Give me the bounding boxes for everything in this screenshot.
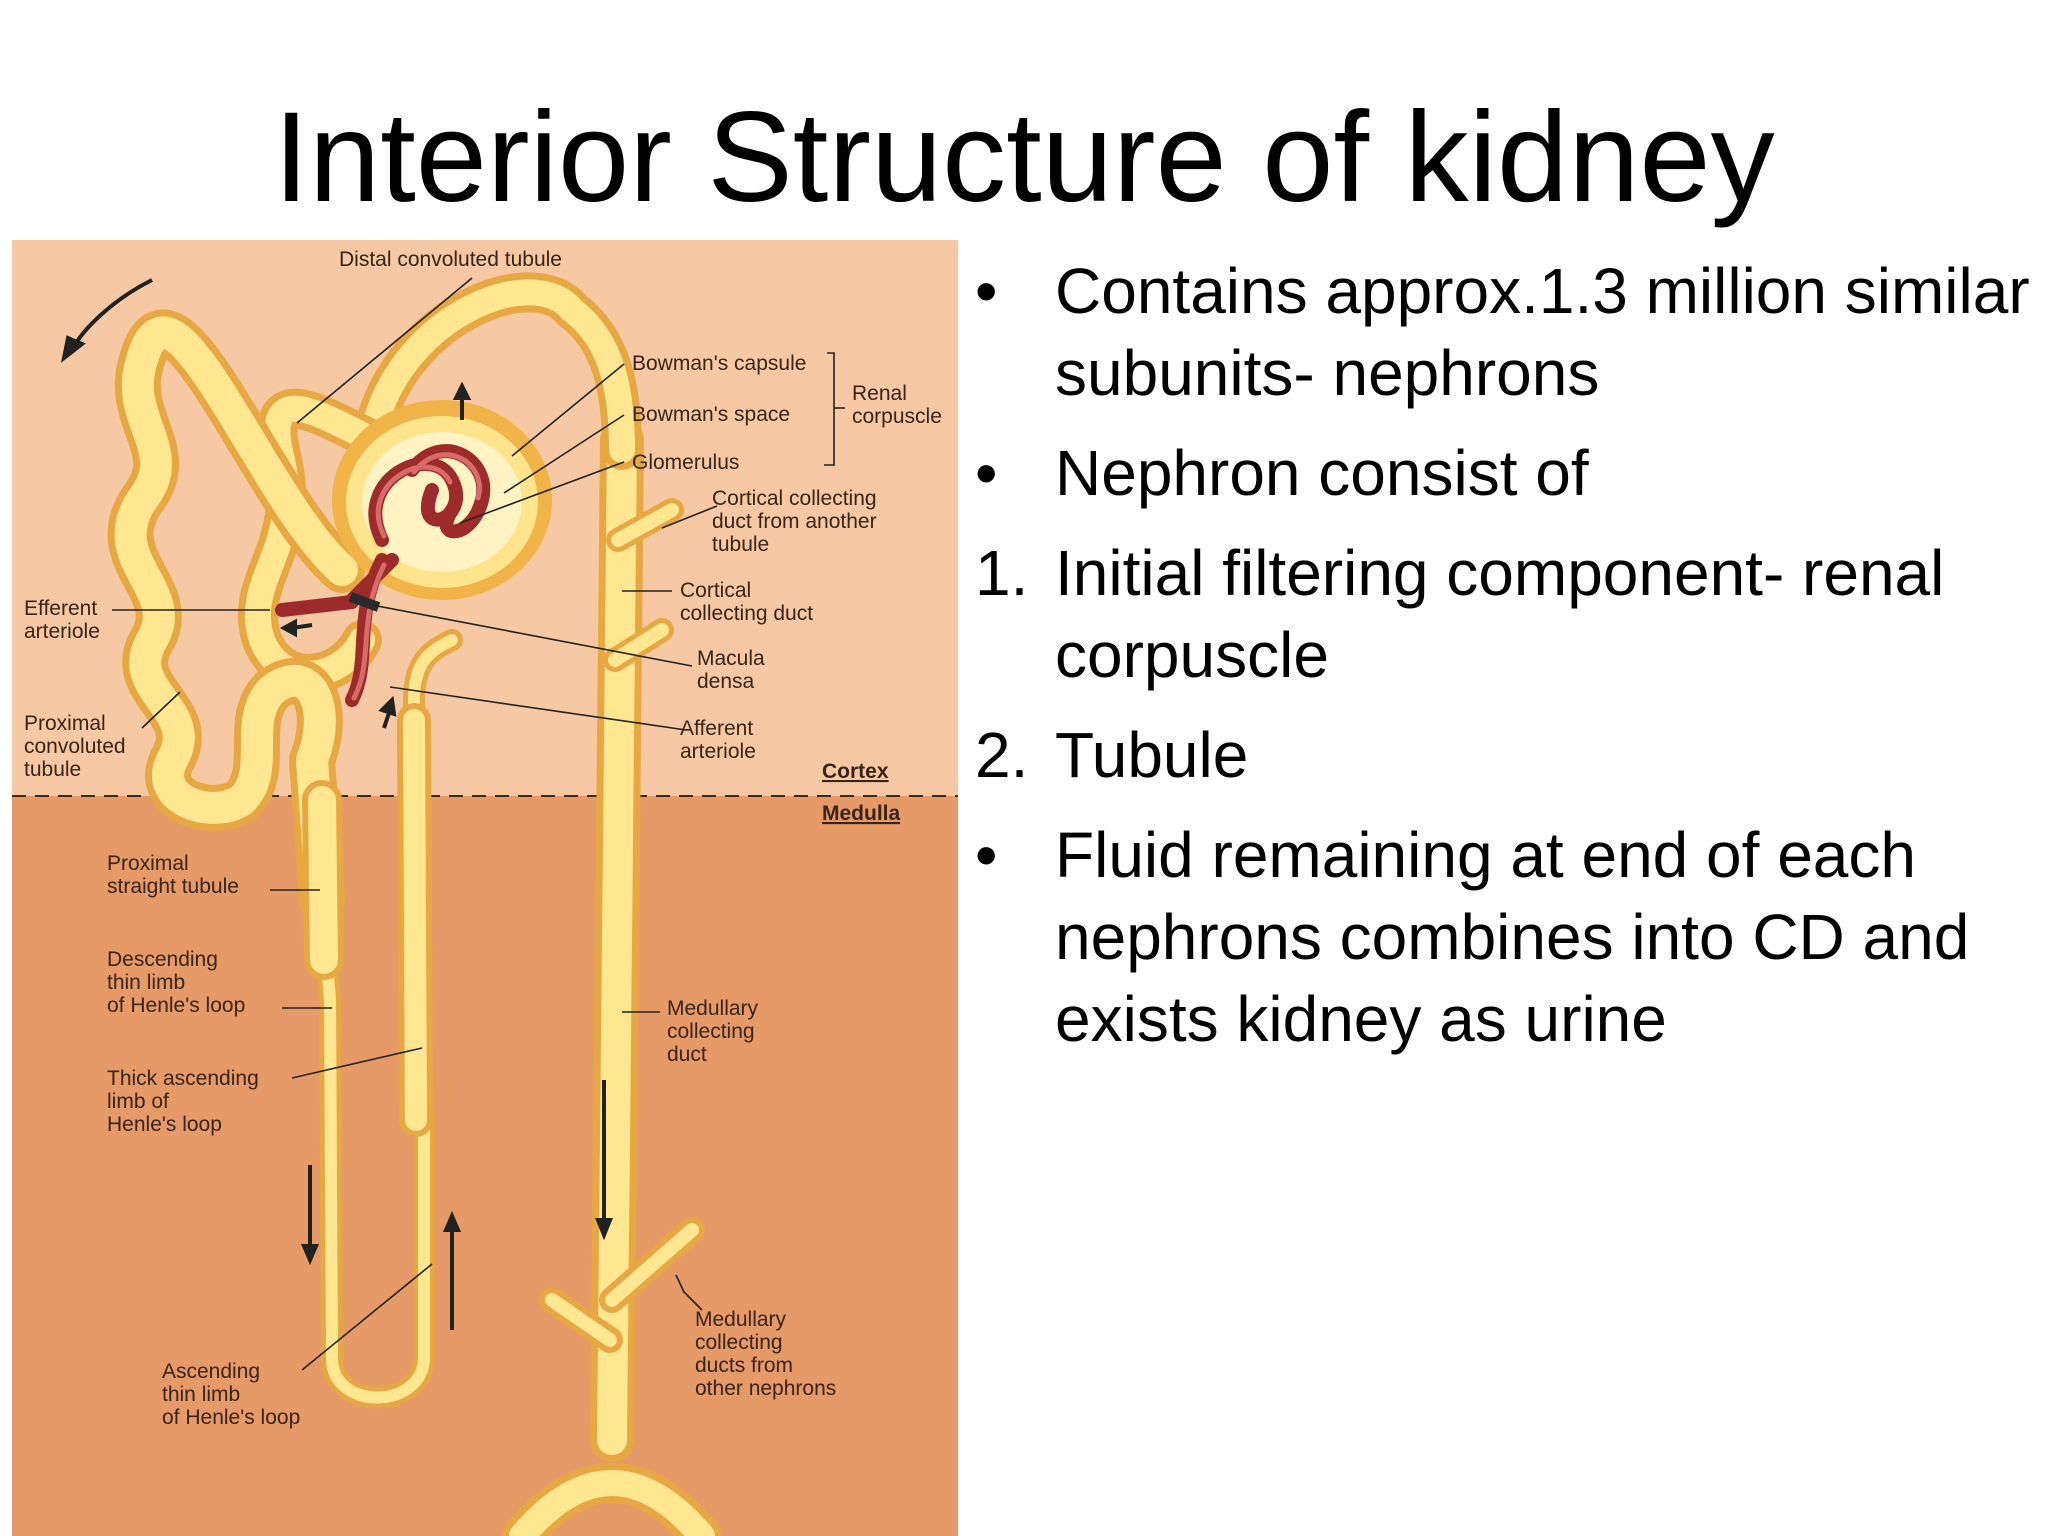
bullet-text: Contains approx.1.3 million similar subu… bbox=[1055, 255, 2030, 409]
label-tal-2: limb of bbox=[107, 1090, 169, 1113]
label-cortical-cd-1: Cortical bbox=[680, 579, 751, 602]
label-pct-2: convoluted bbox=[24, 735, 126, 758]
bullet-item: • Contains approx.1.3 million similar su… bbox=[975, 250, 2035, 414]
label-cortical-cd-2: collecting duct bbox=[680, 602, 813, 625]
label-macula-2: densa bbox=[697, 670, 755, 693]
label-dtl-1: Descending bbox=[107, 948, 218, 971]
diagram-labels: Distal convoluted tubule Bowman's capsul… bbox=[24, 248, 942, 1429]
label-dtl-3: of Henle's loop bbox=[107, 994, 245, 1017]
bullet-marker: • bbox=[975, 255, 998, 327]
bullet-list: • Contains approx.1.3 million similar su… bbox=[975, 250, 2035, 1078]
numbered-text: Tubule bbox=[1055, 719, 1249, 791]
numbered-item: 2. Tubule bbox=[975, 714, 2035, 796]
medulla-region bbox=[12, 796, 958, 1536]
label-mcd-other-1: Medullary bbox=[695, 1308, 787, 1331]
bullet-text: Nephron consist of bbox=[1055, 437, 1589, 509]
label-distal-convoluted-tubule: Distal convoluted tubule bbox=[339, 248, 562, 271]
bullet-item: • Nephron consist of bbox=[975, 432, 2035, 514]
bullet-item: • Fluid remaining at end of each nephron… bbox=[975, 814, 2035, 1060]
label-atl-2: thin limb bbox=[162, 1383, 240, 1406]
label-mcd-2: collecting bbox=[667, 1020, 755, 1043]
numbered-item: 1. Initial filtering component- renal co… bbox=[975, 532, 2035, 696]
label-renal-corpuscle-2: corpuscle bbox=[852, 405, 942, 428]
label-renal-corpuscle-1: Renal bbox=[852, 382, 907, 405]
label-atl-3: of Henle's loop bbox=[162, 1406, 300, 1429]
label-efferent-1: Efferent bbox=[24, 597, 97, 620]
label-mcd-other-2: collecting bbox=[695, 1331, 783, 1354]
label-dtl-2: thin limb bbox=[107, 971, 185, 994]
label-cortical-cd-other-2: duct from another bbox=[712, 510, 877, 533]
label-macula-1: Macula bbox=[697, 647, 765, 670]
label-medulla: Medulla bbox=[822, 802, 900, 825]
collecting-duct bbox=[502, 418, 722, 1536]
leader-lines bbox=[112, 277, 845, 1371]
number-marker: 1. bbox=[975, 537, 1029, 609]
nephron-illustration: Distal convoluted tubule Bowman's capsul… bbox=[12, 240, 958, 1536]
slide-title: Interior Structure of kidney bbox=[273, 86, 1775, 229]
bullet-marker: • bbox=[975, 437, 998, 509]
label-pct-1: Proximal bbox=[24, 712, 106, 735]
renal-corpuscle bbox=[275, 400, 552, 707]
label-efferent-2: arteriole bbox=[24, 620, 100, 643]
label-bowmans-space: Bowman's space bbox=[632, 403, 790, 426]
proximal-convoluted-tubule bbox=[107, 309, 365, 923]
label-afferent-1: Afferent bbox=[680, 717, 753, 740]
label-glomerulus: Glomerulus bbox=[632, 451, 739, 474]
number-marker: 2. bbox=[975, 719, 1029, 791]
label-pst-2: straight tubule bbox=[107, 875, 239, 898]
label-cortical-cd-other-1: Cortical collecting bbox=[712, 487, 877, 510]
flow-arrows bbox=[60, 278, 613, 1330]
label-mcd-1: Medullary bbox=[667, 997, 759, 1020]
label-pct-3: tubule bbox=[24, 758, 81, 781]
label-afferent-2: arteriole bbox=[680, 740, 756, 763]
label-pst-1: Proximal bbox=[107, 852, 189, 875]
label-tal-3: Henle's loop bbox=[107, 1113, 222, 1136]
label-cortical-cd-other-3: tubule bbox=[712, 533, 769, 556]
label-mcd-other-4: other nephrons bbox=[695, 1377, 836, 1400]
nephron-diagram: Distal convoluted tubule Bowman's capsul… bbox=[12, 240, 958, 1536]
numbered-text: Initial filtering component- renal corpu… bbox=[1055, 537, 1945, 691]
label-atl-1: Ascending bbox=[162, 1360, 260, 1383]
label-mcd-3: duct bbox=[667, 1043, 707, 1066]
label-mcd-other-3: ducts from bbox=[695, 1354, 793, 1377]
label-cortex: Cortex bbox=[822, 760, 889, 783]
bullet-marker: • bbox=[975, 819, 998, 891]
henles-loop bbox=[302, 629, 463, 1409]
label-bowmans-capsule: Bowman's capsule bbox=[632, 352, 806, 375]
label-tal-1: Thick ascending bbox=[107, 1067, 259, 1090]
bullet-text: Fluid remaining at end of each nephrons … bbox=[1055, 819, 1970, 1055]
